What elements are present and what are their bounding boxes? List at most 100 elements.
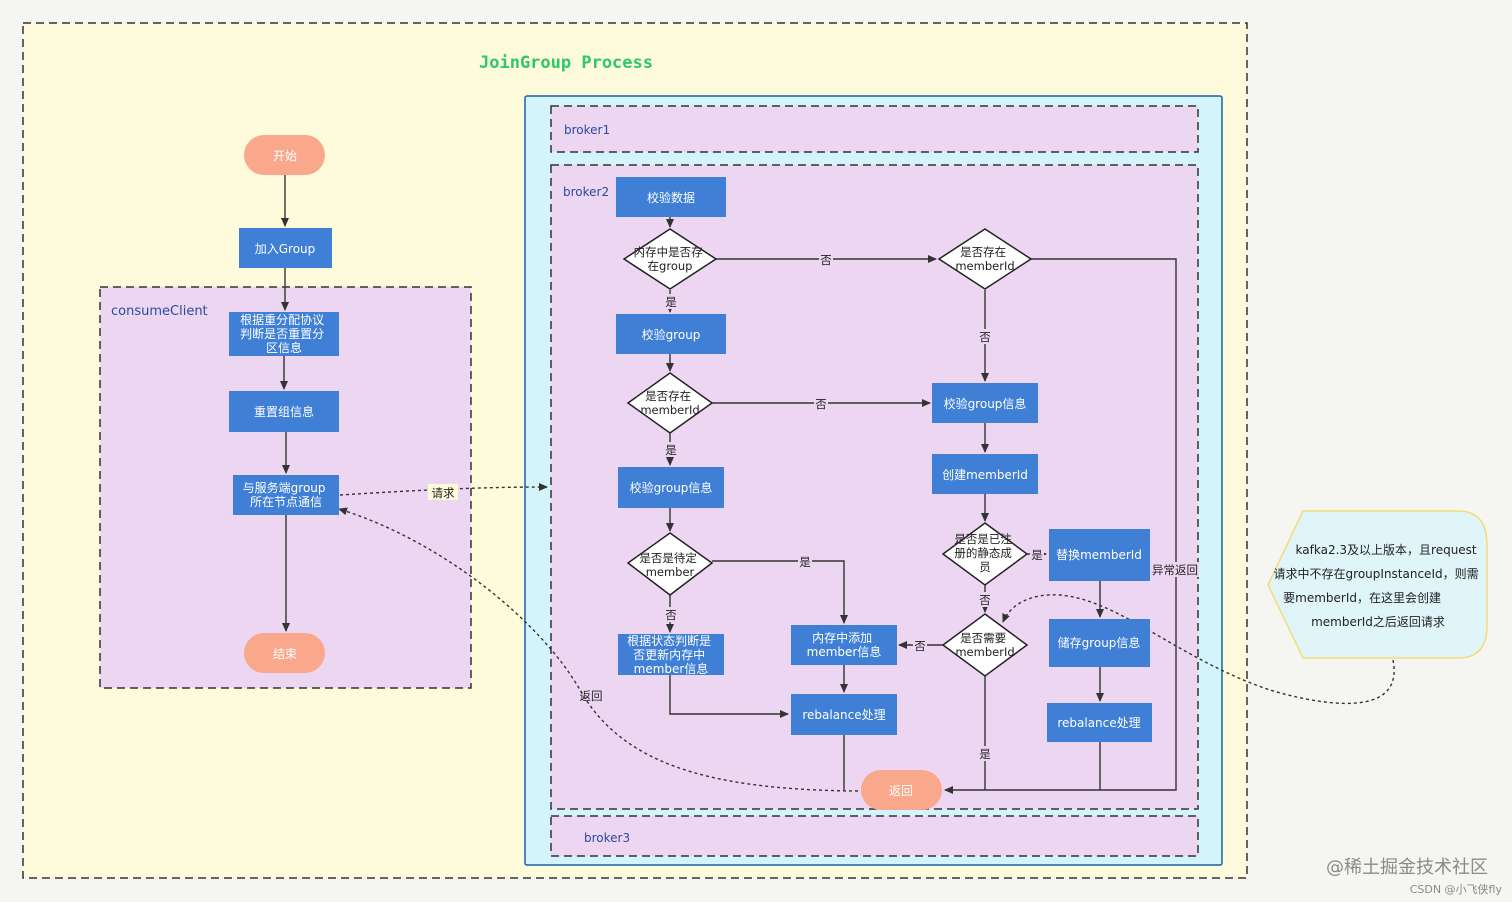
label-d6-no: 否 (914, 639, 926, 653)
watermark-main: @稀土掘金技术社区 (1326, 857, 1488, 878)
label-d2-no: 否 (815, 397, 827, 411)
need-member-id-line-2: memberId (955, 645, 1014, 659)
join-group-node (239, 228, 332, 268)
need-member-id-decision (941, 613, 1029, 677)
judge-reassign-line-1: 根据重分配协议 (240, 312, 324, 327)
label-d6-yes-bg (978, 746, 992, 761)
broker1-group (550, 105, 1199, 153)
rebalance-1-node (791, 694, 897, 735)
update-by-status-line-1: 根据状态判断是 (627, 633, 711, 648)
validate-group-info-2-label: 校验group信息 (944, 396, 1027, 411)
add-member-line-2: member信息 (807, 644, 882, 659)
need-member-id-label: 是否需要 memberId (955, 631, 1014, 659)
label-d4-no: 否 (979, 330, 991, 344)
update-by-status-label: 根据状态判断是 否更新内存中 member信息 (627, 633, 715, 676)
label-d5-yes: 是 (1031, 548, 1043, 562)
label-d4-no-bg (978, 329, 992, 344)
validate-group-node (616, 314, 726, 354)
add-member-node (791, 625, 897, 665)
label-d5-no: 否 (979, 593, 991, 607)
store-group-info-node (1049, 619, 1150, 667)
group-in-memory-line-1: 内存中是否存 (634, 245, 703, 259)
member-exists-2-label: 是否存在 memberId (955, 245, 1014, 273)
end-label: 结束 (273, 647, 297, 661)
consume-client-label: consumeClient (111, 304, 208, 319)
edge-update-rebalance1 (669, 675, 789, 718)
judge-reassign-node (229, 312, 339, 356)
label-d3-yes: 是 (799, 555, 811, 569)
store-group-info-label: 储存group信息 (1058, 635, 1141, 650)
group-in-memory-decision (622, 228, 718, 290)
label-d1-no-bg (819, 252, 833, 267)
validate-data-node (616, 177, 726, 217)
rebalance-2-node (1047, 703, 1152, 742)
label-request: 请求 (432, 486, 455, 500)
rebalance-2-label: rebalance处理 (1057, 716, 1140, 730)
communicate-line-1: 与服务端group (243, 480, 326, 495)
start-label: 开始 (273, 149, 297, 163)
validate-data-label: 校验数据 (647, 190, 695, 205)
update-by-status-line-3: member信息 (634, 661, 709, 676)
note-line-3: 要memberId，在这里会创建 (1283, 590, 1441, 605)
return-node (861, 770, 942, 810)
create-member-id-node (932, 454, 1038, 494)
label-d3-no-bg (664, 607, 678, 622)
validate-group-info-2-node (932, 383, 1038, 423)
label-d3-no: 否 (665, 608, 677, 622)
broker-nodes: 校验数据 内存中是否存 在group 校验group 是否存在 memberId… (616, 177, 1152, 810)
broker3-label: broker3 (584, 831, 630, 845)
member-exists-1-line-1: 是否存在 (645, 389, 691, 403)
registered-static-label: 是否是已注 册的静态成 员 (954, 532, 1015, 574)
judge-reassign-line-2: 判断是否重置分 (240, 326, 324, 341)
start-node (244, 135, 325, 175)
communicate-label: 与服务端group 所在节点通信 (243, 480, 330, 509)
label-d6-yes: 是 (979, 747, 991, 761)
judge-reassign-line-3: 区信息 (266, 340, 302, 355)
communicate-node (233, 475, 339, 515)
broker3-group (550, 815, 1199, 857)
member-exists-1-decision (626, 372, 714, 434)
label-d1-yes: 是 (665, 295, 677, 309)
add-member-line-1: 内存中添加 (812, 630, 872, 645)
diagram-title: JoinGroup Process (479, 53, 653, 73)
is-pending-member-decision (626, 532, 714, 596)
replace-member-id-label: 替换memberId (1056, 548, 1142, 562)
note-text: kafka2.3及以上版本，且request 请求中不存在groupInstan… (1274, 543, 1483, 629)
is-pending-member-label: 是否是待定 member (639, 551, 700, 579)
member-exists-2-line-1: 是否存在 (960, 245, 1006, 259)
label-back: 返回 (580, 689, 603, 703)
validate-group-info-1-node (618, 467, 724, 508)
client-nodes: 开始 加入Group 根据重分配协议 判断是否重置分 区信息 重置组信息 与服务… (229, 135, 339, 673)
add-member-label: 内存中添加 member信息 (807, 630, 882, 659)
registered-static-line-3: 员 (979, 560, 991, 574)
edge-back (338, 507, 859, 792)
reset-group-node (229, 391, 339, 432)
label-d5-no-bg (978, 592, 992, 607)
is-pending-member-line-2: member (646, 565, 695, 579)
group-in-memory-label: 内存中是否存 在group (634, 245, 707, 273)
edge-d4-abnormal-return (944, 258, 1177, 794)
reset-group-label: 重置组信息 (254, 404, 314, 419)
label-d2-no-bg (814, 396, 828, 411)
communicate-line-2: 所在节点通信 (250, 495, 322, 509)
member-exists-1-line-2: memberId (640, 403, 699, 417)
return-label: 返回 (889, 784, 913, 798)
note-line-2: 请求中不存在groupInstanceId，则需 (1274, 566, 1479, 581)
label-d2-yes: 是 (665, 443, 677, 457)
judge-reassign-label: 根据重分配协议 判断是否重置分 区信息 (240, 312, 328, 355)
is-pending-member-line-1: 是否是待定 (639, 551, 697, 565)
label-abnormal-bg (1151, 562, 1199, 577)
edge-d3-add-member (712, 560, 848, 624)
registered-static-line-2: 册的静态成 (954, 546, 1012, 560)
note-line-1: kafka2.3及以上版本，且request (1296, 543, 1477, 557)
member-exists-2-decision (937, 228, 1033, 290)
label-d3-yes-bg (798, 554, 812, 569)
registered-static-line-1: 是否是已注 (954, 532, 1012, 546)
label-d1-no: 否 (820, 253, 832, 267)
rebalance-1-label: rebalance处理 (802, 708, 885, 722)
note-line-4: memberId之后返回请求 (1311, 615, 1445, 629)
update-by-status-node (618, 634, 724, 675)
label-d1-yes-bg (664, 294, 678, 309)
label-abnormal-return: 异常返回 (1152, 563, 1198, 577)
